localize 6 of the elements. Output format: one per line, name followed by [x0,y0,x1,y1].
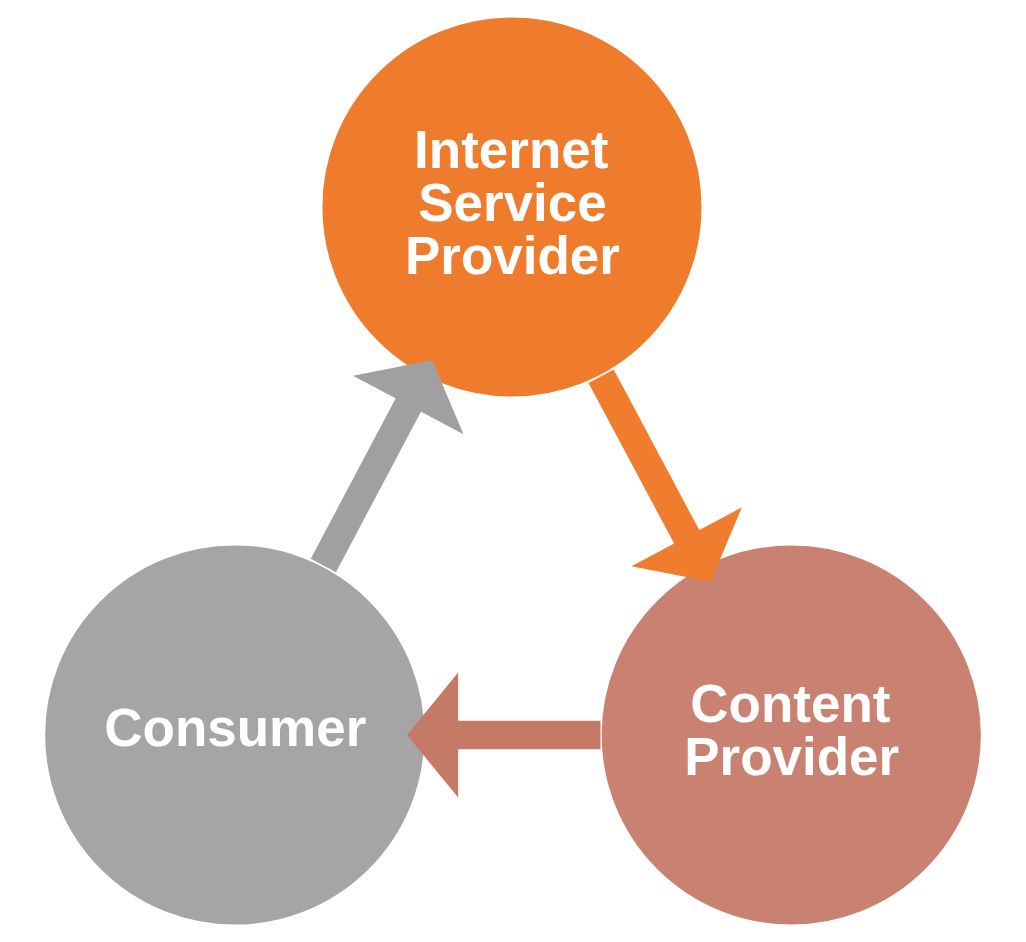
arrow [407,672,601,798]
node-circle: Internet Service Provider [320,15,704,399]
arrow [588,369,742,582]
arrow [310,359,464,573]
node-circle: Content Provider [599,543,983,927]
node-circle: Consumer [43,543,427,927]
